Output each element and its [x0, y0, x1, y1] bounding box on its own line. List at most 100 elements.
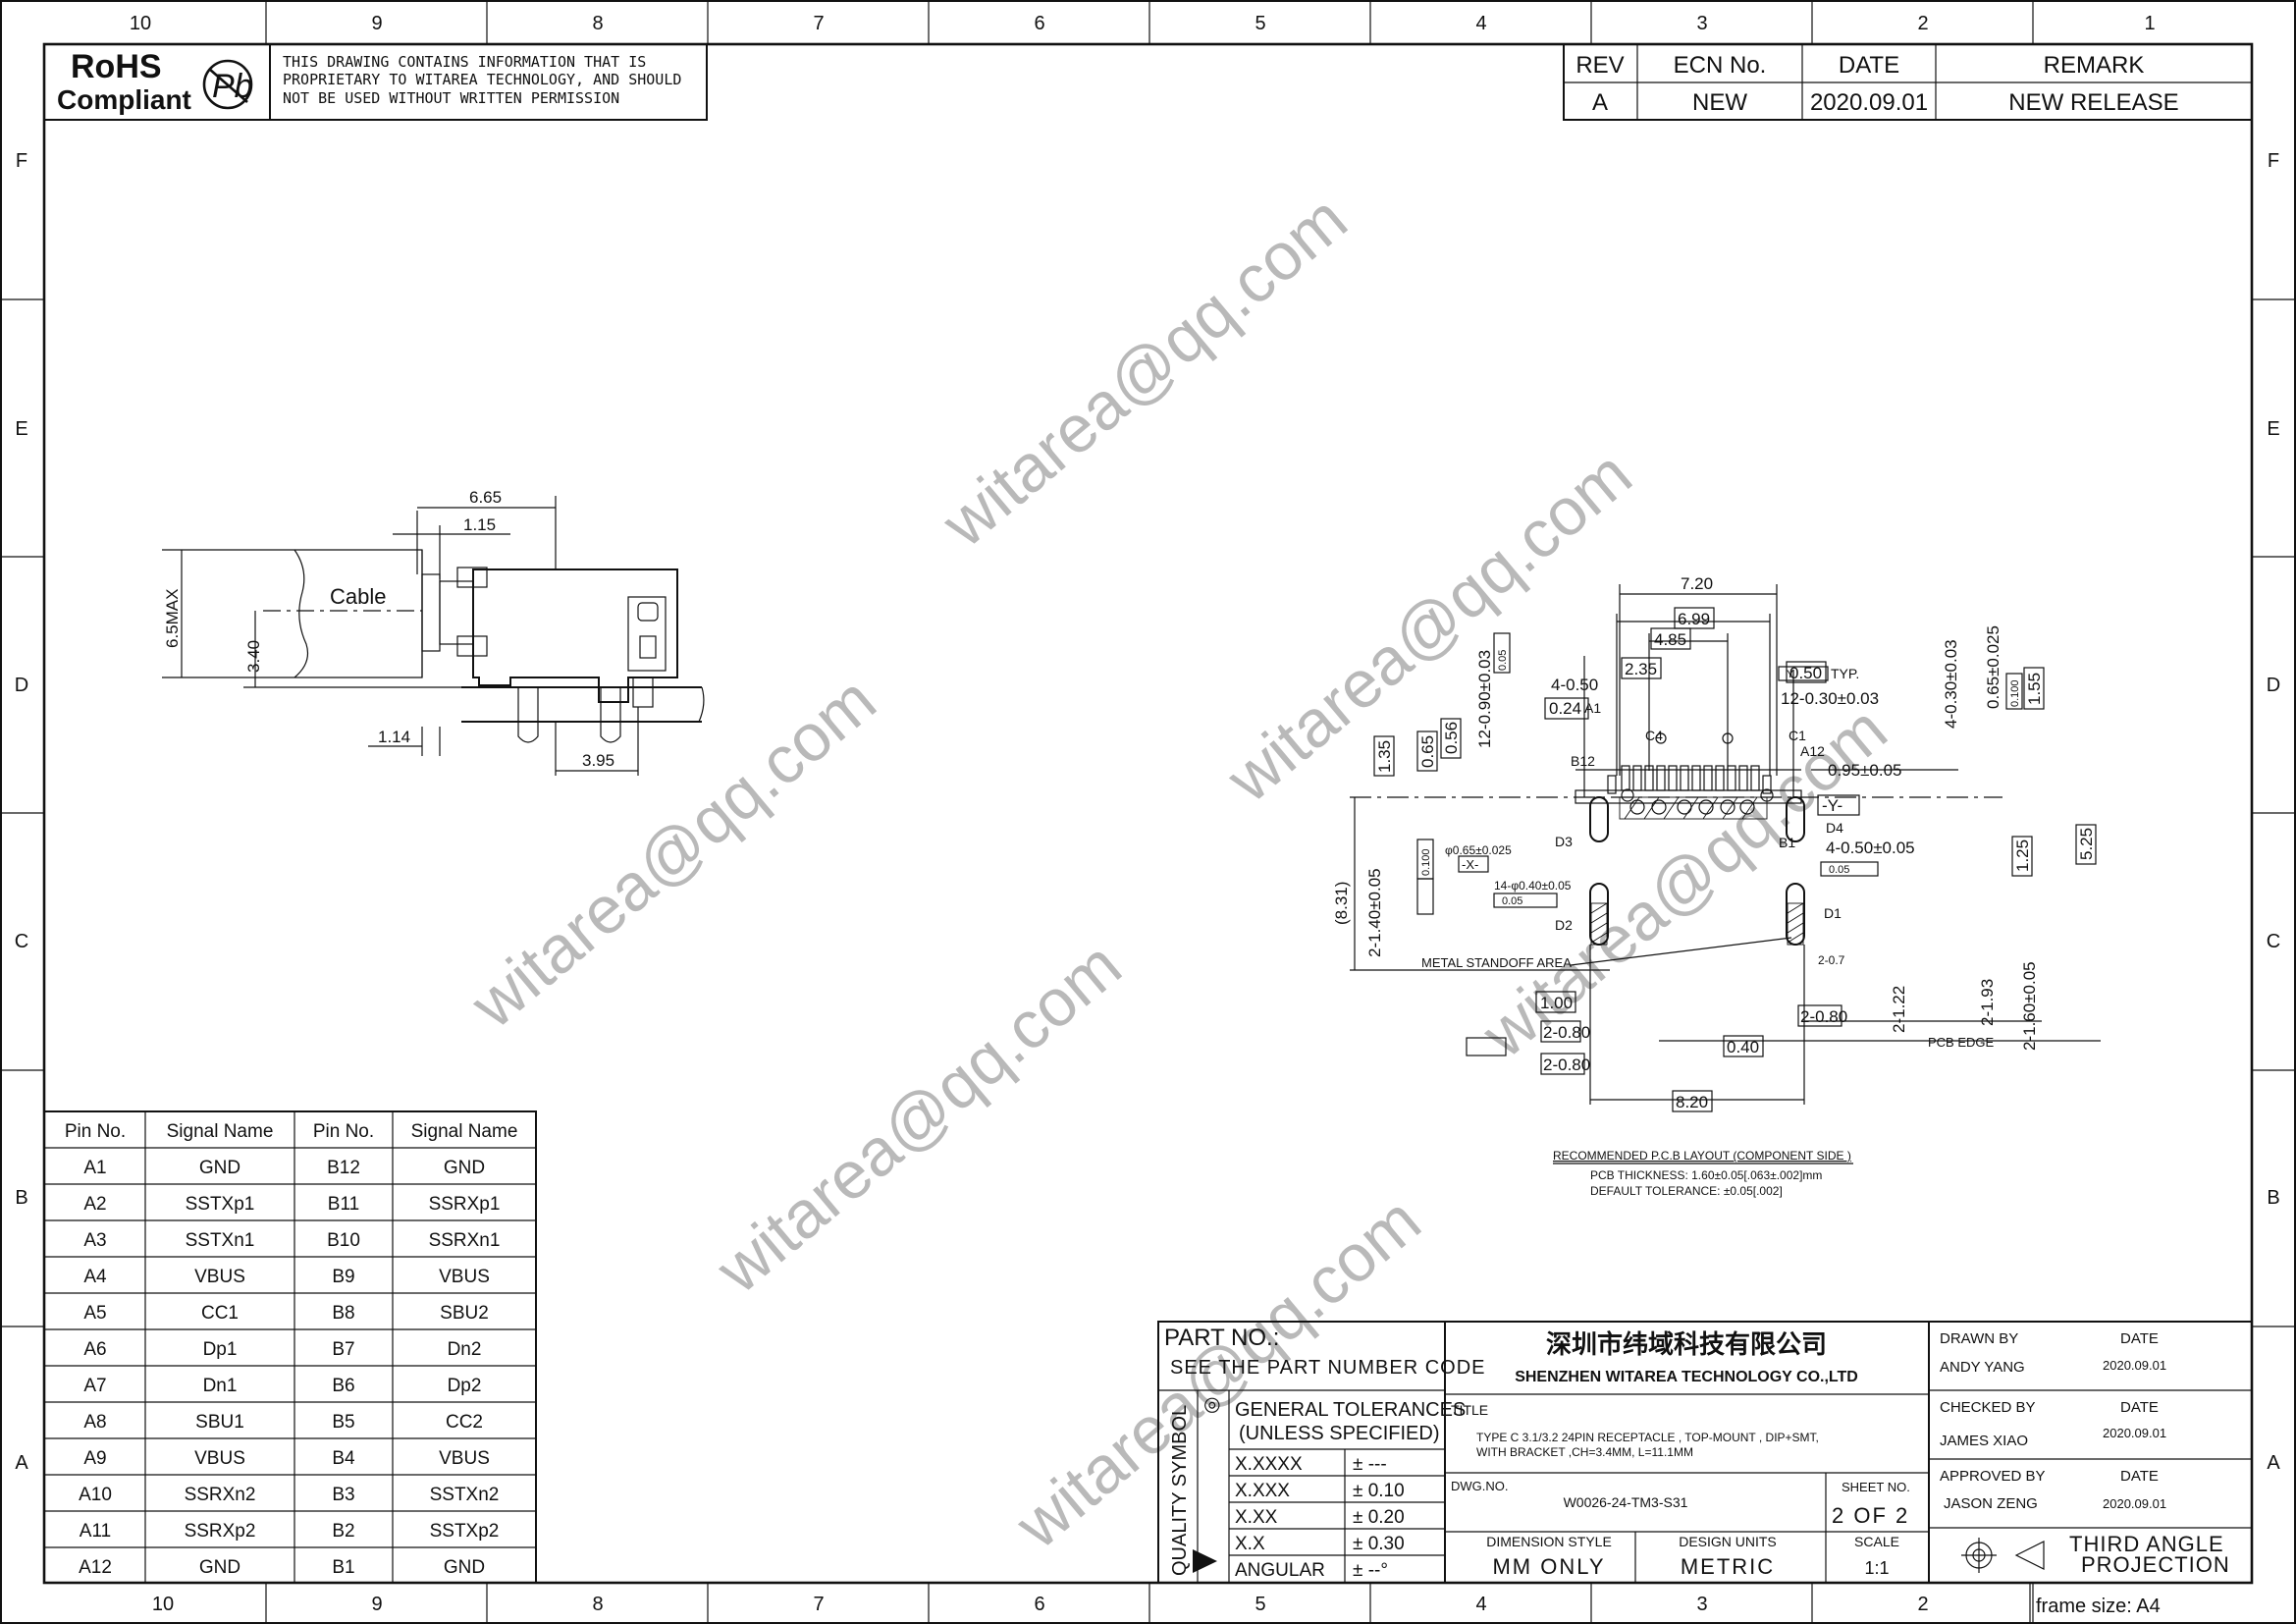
- gdt-value: Y: [1787, 669, 1794, 680]
- signal-name-cell: Dp2: [448, 1376, 482, 1396]
- pin-label: D2: [1555, 917, 1573, 933]
- dim-label: 0.40: [1727, 1038, 1759, 1056]
- pin-table: Pin No. Signal Name Pin No. Signal Name …: [43, 1110, 537, 1584]
- revision-cell: A: [1592, 89, 1608, 116]
- pin-number-cell: A8: [83, 1412, 106, 1433]
- row-label: A: [15, 1452, 28, 1474]
- pin-label: B12: [1571, 753, 1595, 769]
- title-block: PART NO.: SEE THE PART NUMBER CODE QUALI…: [1157, 1321, 2253, 1623]
- dim-style-label: DIMENSION STYLE: [1486, 1534, 1612, 1549]
- dim-label: 6.65: [469, 488, 502, 507]
- rohs-block: RoHS Compliant Pb THIS DRAWING CONTAINS …: [43, 43, 708, 121]
- pin-label: D3: [1555, 834, 1573, 849]
- column-label: 6: [1034, 13, 1044, 34]
- units-label: DESIGN UNITS: [1679, 1534, 1777, 1549]
- gen-tol-label: GENERAL TOLERANCES: [1235, 1399, 1466, 1421]
- gdt-frames: 0.05 Y 0.100 0.05 0.100 0.05: [1416, 632, 2023, 1056]
- tol-format: X.XXXX: [1235, 1454, 1303, 1475]
- pin-number-cell: A1: [83, 1158, 106, 1178]
- dim-label: 6.5MAX: [163, 589, 182, 648]
- pin-number-cell: A7: [83, 1376, 106, 1396]
- signal-name-cell: GND: [444, 1158, 485, 1178]
- drawn-by-value: ANDY YANG: [1940, 1359, 2025, 1376]
- column-label: 2: [1917, 1594, 1928, 1615]
- dim-label: 3.40: [244, 640, 263, 673]
- dim-label: 0.65: [1418, 735, 1437, 768]
- gen-tol-label: (UNLESS SPECIFIED): [1239, 1423, 1439, 1444]
- column-label: 10: [130, 13, 151, 34]
- dim-label: 7.20: [1681, 574, 1713, 593]
- dim-label: 0.65±0.025: [1984, 625, 2002, 709]
- pin-number-cell: A3: [83, 1230, 106, 1251]
- dim-label: 5.25: [2077, 828, 2096, 860]
- pin-label: C1: [1789, 728, 1806, 743]
- signal-name-cell: CC1: [201, 1303, 239, 1324]
- date-value: 2020.09.01: [2103, 1426, 2166, 1440]
- dim-label: φ0.65±0.025: [1445, 843, 1512, 857]
- column-label: 4: [1475, 13, 1486, 34]
- units-value: METRIC: [1681, 1554, 1775, 1579]
- side-view: Cable 6.65 1.15 6.5MAX 3.40: [162, 488, 705, 776]
- pin-number-cell: B10: [327, 1230, 360, 1251]
- column-label: 8: [592, 1594, 603, 1615]
- pin-number-cell: B6: [332, 1376, 354, 1396]
- row-label: B: [15, 1187, 27, 1209]
- dim-label: 6.99: [1678, 610, 1710, 628]
- pb-free-icon: Pb: [202, 59, 253, 110]
- tol-value: ± --°: [1353, 1560, 1388, 1581]
- revision-cell: NEW RELEASE: [2008, 89, 2178, 116]
- revision-block: REV ECN No. DATE REMARK A NEW 2020.09.01…: [1563, 43, 2253, 121]
- smt-pads: [1607, 765, 1772, 794]
- signal-name-cell: Dn2: [448, 1339, 482, 1360]
- dim-label: 4-0.50±0.05: [1826, 839, 1915, 857]
- pin-number-cell: B12: [327, 1158, 360, 1178]
- scale-value: 1:1: [1864, 1558, 1889, 1578]
- dim-label: 2-1.22: [1890, 986, 1908, 1033]
- third-angle-projection-icon: [1961, 1538, 2045, 1573]
- checked-by-label: CHECKED BY: [1940, 1399, 2036, 1416]
- title-line: TYPE C 3.1/3.2 24PIN RECEPTACLE , TOP-MO…: [1476, 1431, 1819, 1444]
- standoff-hatch: [1590, 796, 1804, 946]
- pin-label: B1: [1779, 835, 1795, 850]
- revision-header: ECN No.: [1674, 52, 1767, 79]
- rohs-notice-line: NOT BE USED WITHOUT WRITTEN PERMISSION: [283, 89, 619, 107]
- pin-number-cell: A4: [83, 1267, 107, 1287]
- signal-name-cell: SSTXp2: [430, 1521, 500, 1542]
- column-label: 8: [592, 13, 603, 34]
- frame-size-label: frame size: A4: [2036, 1596, 2161, 1617]
- dim-label: 0.24: [1549, 699, 1581, 718]
- title-label: TITLE: [1451, 1402, 1488, 1418]
- tol-format: X.XXX: [1235, 1481, 1290, 1501]
- date-value: 2020.09.01: [2103, 1496, 2166, 1511]
- row-label: C: [15, 931, 28, 952]
- rohs-notice-line: THIS DRAWING CONTAINS INFORMATION THAT I…: [283, 53, 646, 71]
- signal-name-cell: SSTXn1: [186, 1230, 255, 1251]
- pcb-note: DEFAULT TOLERANCE: ±0.05[.002]: [1590, 1184, 1783, 1198]
- dim-style-value: MM ONLY: [1492, 1554, 1605, 1579]
- pin-label: A12: [1800, 743, 1825, 759]
- pin-table-header: Pin No.: [313, 1121, 374, 1142]
- dwg-no-value: W0026-24-TM3-S31: [1564, 1494, 1688, 1510]
- row-label: F: [2268, 150, 2279, 172]
- revision-header: REV: [1575, 52, 1624, 79]
- column-label: 7: [813, 1594, 824, 1615]
- pin-number-cell: A9: [83, 1448, 106, 1469]
- pin-number-cell: A6: [83, 1339, 106, 1360]
- pin-table-header: Pin No.: [65, 1121, 126, 1142]
- tol-format: X.XX: [1235, 1507, 1278, 1528]
- pin-number-cell: B9: [332, 1267, 354, 1287]
- signal-name-cell: SSRXp2: [185, 1521, 256, 1542]
- drawn-by-label: DRAWN BY: [1940, 1330, 2018, 1347]
- tol-format: ANGULAR: [1235, 1560, 1325, 1581]
- dim-label: 12-0.30±0.03: [1781, 689, 1879, 708]
- datum-label: -X-: [1462, 857, 1478, 872]
- pin-number-cell: A11: [80, 1521, 111, 1542]
- signal-name-cell: VBUS: [194, 1448, 245, 1469]
- column-label: 5: [1255, 13, 1265, 34]
- sheet-label: SHEET NO.: [1842, 1480, 1910, 1494]
- revision-header: DATE: [1839, 52, 1899, 79]
- pin-number-cell: B11: [328, 1194, 359, 1215]
- pin-number-cell: B7: [332, 1339, 354, 1360]
